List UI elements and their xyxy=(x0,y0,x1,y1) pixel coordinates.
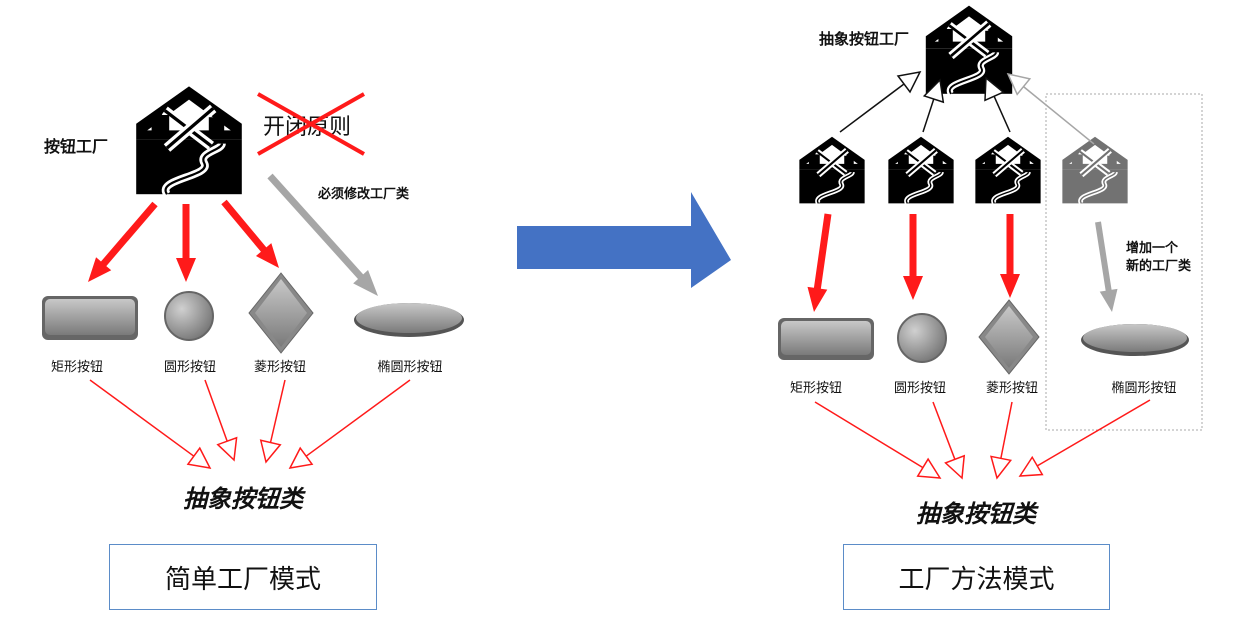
concrete-factory-icon-3 xyxy=(1062,137,1127,204)
right-arrow-to-diamond xyxy=(1000,214,1020,298)
factory-inherit-2-head xyxy=(984,76,1005,102)
right-button-label-1: 圆形按钮 xyxy=(894,381,946,396)
transition-arrow xyxy=(517,192,731,288)
left-ellipse-button xyxy=(354,303,464,337)
left-inherit-ellipse xyxy=(288,379,411,469)
factory-inherit-3 xyxy=(1006,72,1095,145)
right-button-label-3: 椭圆形按钮 xyxy=(1111,380,1176,396)
left-inherit-diamond xyxy=(259,379,286,464)
concrete-factory-icon-3-glyph xyxy=(1062,137,1127,204)
right-inherit-ellipse-head xyxy=(1018,455,1044,477)
factory-inherit-0 xyxy=(839,70,922,133)
simple-factory-panel: 按钮工厂开闭原则必须修改工厂类矩形按钮圆形按钮菱形按钮椭圆形按钮抽象按钮类 xyxy=(42,86,464,513)
left-inherit-circle-line xyxy=(204,379,228,442)
left-rect-button xyxy=(42,296,138,340)
factory-inherit-0-head xyxy=(896,70,922,94)
factory-inherit-1-line xyxy=(922,98,935,133)
left-button-label-3: 椭圆形按钮 xyxy=(377,359,442,375)
right-inherit-rect-head xyxy=(916,457,942,479)
left-inherit-rect-head xyxy=(186,446,212,469)
concrete-factory-icon-2-glyph xyxy=(975,137,1040,204)
new-factory-highlight-box xyxy=(1045,93,1203,431)
new-factory-note-line1: 增加一个 xyxy=(1126,240,1179,256)
left-circle-button-face xyxy=(164,291,214,341)
concrete-factory-icon-1-glyph xyxy=(888,137,953,204)
right-button-label-2: 菱形按钮 xyxy=(986,381,1038,396)
left-rect-button-face xyxy=(45,299,135,335)
right-inherit-diamond-head xyxy=(990,455,1013,480)
left-ellipse-button-face xyxy=(356,303,462,333)
left-diamond-button xyxy=(248,272,314,354)
must-modify-note: 必须修改工厂类 xyxy=(317,186,410,202)
right-inherit-diamond xyxy=(990,401,1013,480)
left-abstract-class: 抽象按钮类 xyxy=(183,485,306,513)
right-rect-button-face xyxy=(781,321,871,355)
left-button-label-0: 矩形按钮 xyxy=(51,360,103,375)
right-circle-button xyxy=(897,313,947,363)
right-button-label-0: 矩形按钮 xyxy=(790,381,842,396)
left-arrow-to-ellipse xyxy=(267,173,378,296)
left-inherit-ellipse-line xyxy=(305,379,411,457)
right-ellipse-button xyxy=(1081,324,1189,356)
right-inherit-ellipse xyxy=(1018,399,1151,477)
left-inherit-circle xyxy=(204,379,238,462)
right-rect-button xyxy=(778,318,874,360)
left-inherit-rect-line xyxy=(89,379,195,457)
right-abstract-class: 抽象按钮类 xyxy=(916,500,1039,528)
right-inherit-rect-line xyxy=(814,401,924,469)
left-inherit-diamond-head xyxy=(259,439,282,464)
left-circle-button xyxy=(164,291,214,341)
right-arrow-to-rect xyxy=(807,213,832,312)
new-factory-note-line2: 新的工厂类 xyxy=(1126,258,1192,274)
left-inherit-rect xyxy=(89,379,212,469)
factory-inherit-1-head xyxy=(922,78,945,104)
right-diamond-button xyxy=(978,299,1040,375)
factory-inherit-1 xyxy=(922,78,945,133)
left-arrow-to-diamond xyxy=(221,199,279,268)
right-diamond-button-face xyxy=(985,306,1033,368)
factory-inherit-0-line xyxy=(839,83,905,133)
factory-inherit-2 xyxy=(984,76,1011,133)
right-inherit-diamond-line xyxy=(1000,401,1013,459)
left-button-label-2: 菱形按钮 xyxy=(254,360,306,375)
left-button-label-1: 圆形按钮 xyxy=(164,360,216,375)
right-circle-button-face xyxy=(897,313,947,363)
left-diamond-button-face xyxy=(255,279,307,347)
concrete-factory-icon-0 xyxy=(799,137,864,204)
right-caption: 工厂方法模式 xyxy=(843,544,1110,610)
right-ellipse-button-face xyxy=(1083,324,1187,352)
left-arrow-to-circle xyxy=(176,204,196,282)
right-arrow-to-ellipse xyxy=(1095,221,1118,312)
left-inherit-circle-head xyxy=(216,436,238,462)
factory-inherit-3-head xyxy=(1006,72,1032,96)
right-arrow-to-circle xyxy=(903,214,923,300)
button-factory-icon-glyph xyxy=(136,86,242,194)
left-arrow-to-rect xyxy=(88,201,158,282)
right-inherit-circle-line xyxy=(932,401,956,460)
factory-inherit-2-line xyxy=(993,95,1011,133)
right-inherit-circle-head xyxy=(944,454,966,480)
transition-arrow-shape xyxy=(517,192,731,288)
button-factory-icon xyxy=(136,86,242,194)
abstract-factory-label: 抽象按钮工厂 xyxy=(819,30,909,48)
concrete-factory-icon-0-glyph xyxy=(799,137,864,204)
left-caption: 简单工厂模式 xyxy=(109,544,377,610)
right-inherit-rect xyxy=(814,401,942,479)
factory-inherit-3-line xyxy=(1023,86,1095,145)
button-factory-label: 按钮工厂 xyxy=(44,137,108,156)
right-inherit-ellipse-line xyxy=(1036,399,1151,467)
right-inherit-circle xyxy=(932,401,966,480)
cross-line-2 xyxy=(257,92,365,156)
left-inherit-diamond-line xyxy=(269,379,286,443)
concrete-factory-icon-1 xyxy=(888,137,953,204)
left-inherit-ellipse-head xyxy=(288,446,314,469)
concrete-factory-icon-2 xyxy=(975,137,1040,204)
